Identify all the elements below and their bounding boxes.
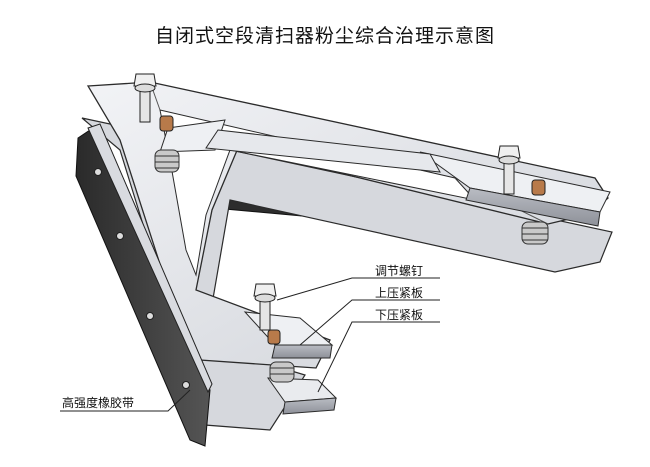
upper-pressing-plate-right bbox=[419, 151, 611, 227]
leader-adjusting-screw bbox=[276, 277, 440, 301]
adjusting-bolt-right bbox=[497, 145, 521, 195]
callout-rubber-belt: 高强度橡胶带 bbox=[62, 396, 135, 410]
rubber-belt bbox=[75, 123, 213, 447]
callout-upper-plate: 上压紧板 bbox=[375, 286, 424, 300]
nut-right bbox=[531, 179, 546, 196]
upper-pressing-plate-left bbox=[159, 119, 441, 173]
leader-upper-plate bbox=[299, 299, 440, 346]
callout-lower-plate: 下压紧板 bbox=[375, 308, 424, 322]
adjusting-bolt-bottom bbox=[253, 283, 277, 331]
lower-pressing-plate-bottom bbox=[267, 377, 338, 415]
nut-bottom bbox=[267, 329, 281, 345]
diagram-title: 自闭式空段清扫器粉尘综合治理示意图 bbox=[154, 25, 495, 47]
spring-bottom bbox=[269, 361, 295, 383]
nut-left bbox=[159, 115, 174, 132]
spring-left bbox=[154, 149, 180, 173]
spring-right bbox=[521, 221, 549, 245]
adjusting-bolt-left bbox=[133, 73, 157, 123]
leader-lower-plate bbox=[317, 321, 440, 393]
leader-rubber-belt bbox=[60, 389, 191, 412]
callout-adjusting-screw: 调节螺钉 bbox=[375, 264, 424, 278]
